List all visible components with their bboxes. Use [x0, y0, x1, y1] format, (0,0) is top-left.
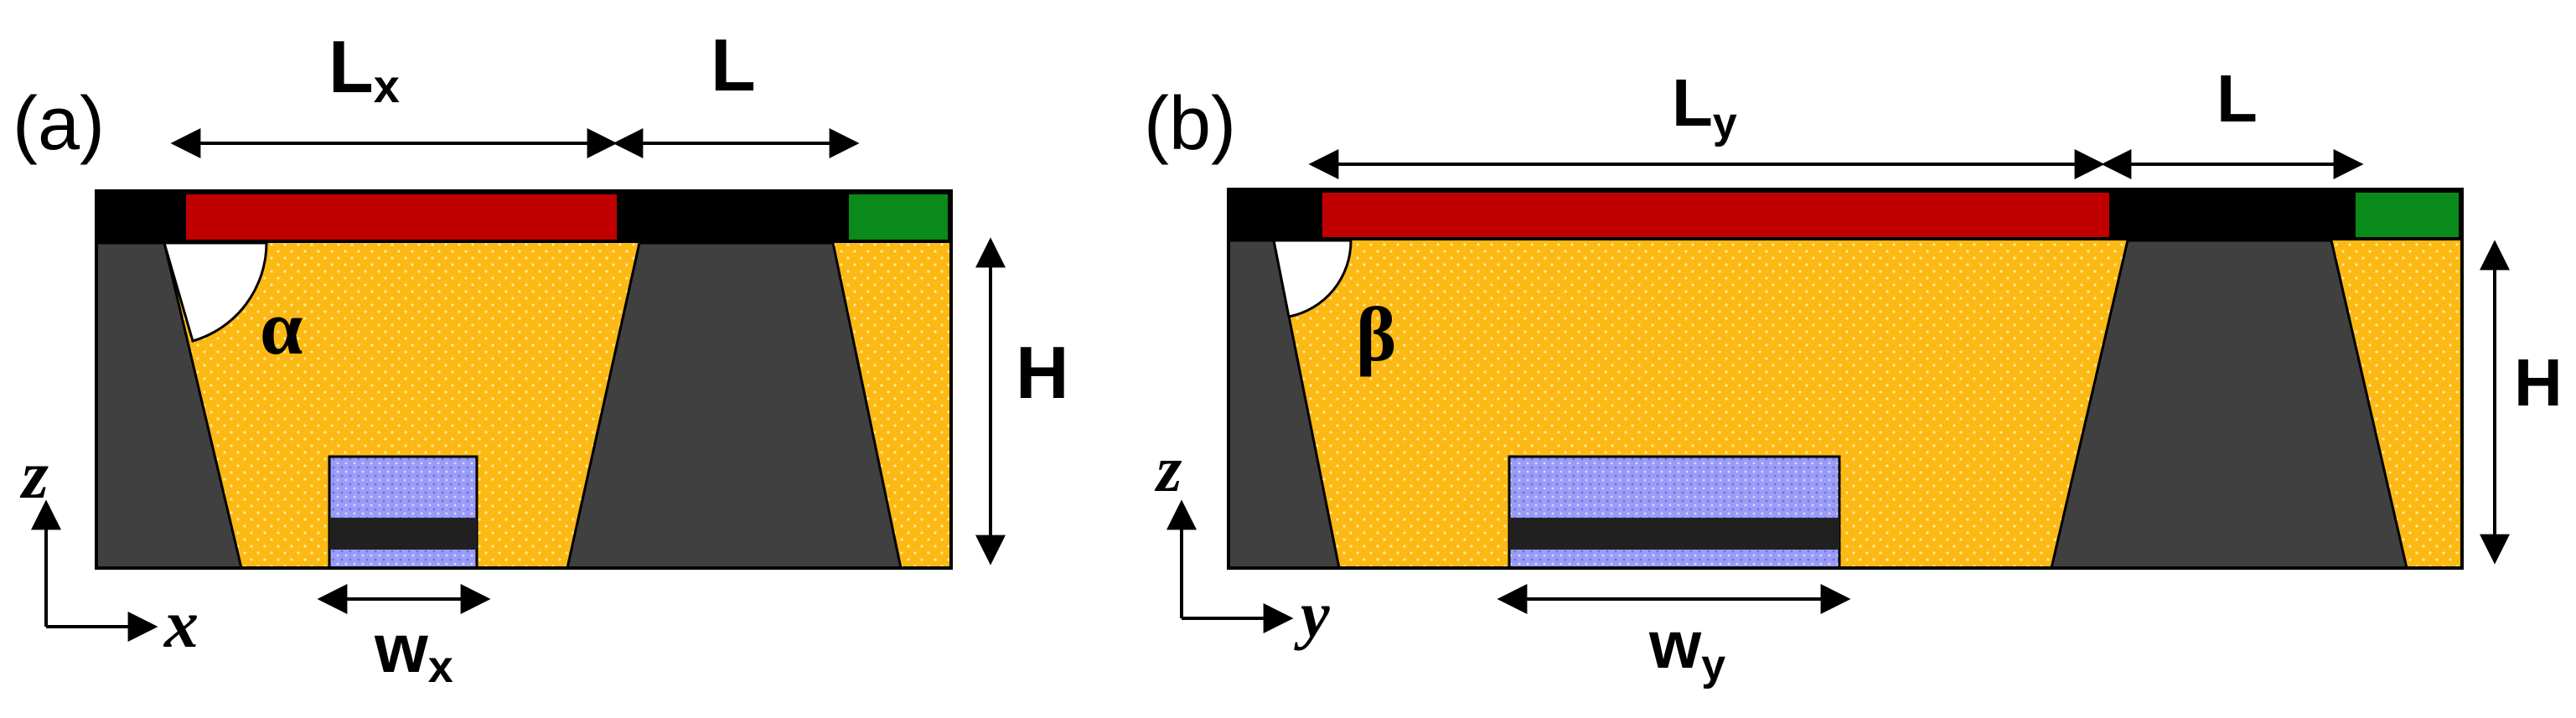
panel-a: (a) α Lx L H wx z: [13, 23, 1069, 692]
panel-a-green-pad: [849, 194, 948, 240]
panel-b-h-label: H: [2514, 345, 2563, 420]
panel-b-green-pad: [2356, 193, 2459, 237]
panel-a-label: (a): [13, 82, 105, 166]
panel-a-axes: z x: [19, 436, 199, 662]
panel-a-h-label: H: [1016, 331, 1069, 414]
panel-b-wy-label: wy: [1648, 607, 1725, 690]
panel-b-angle-label: β: [1356, 292, 1396, 377]
panel-b-axes: z y: [1154, 432, 1330, 651]
panel-a-red-bar: [186, 194, 617, 240]
panel-a-axis-z: z: [19, 436, 49, 513]
panel-b-blue-stack: [1508, 455, 1841, 570]
panel-b-outline: [1227, 188, 2464, 570]
panel-a-blue-stack: [328, 455, 478, 570]
panel-a-l-label: L: [711, 23, 756, 106]
panel-a-angle-arc: [163, 241, 268, 343]
panel-a-axis-x: x: [163, 586, 199, 662]
panel-a-lx-label: Lx: [328, 25, 400, 112]
panel-b-label: (b): [1144, 82, 1236, 166]
panel-a-wx-label: wx: [374, 611, 453, 692]
panel-a-outline: [95, 189, 953, 570]
panel-b-axis-z: z: [1154, 432, 1182, 505]
panel-b-angle-arc: [1272, 239, 1353, 318]
panel-b-axis-y: y: [1294, 578, 1330, 651]
panel-a-angle-label: α: [260, 285, 303, 370]
panel-b-red-bar: [1322, 193, 2109, 237]
panel-b-l-label: L: [2216, 61, 2258, 136]
panel-b: (b) β Ly L H wy z: [1144, 61, 2563, 690]
panel-b-ly-label: Ly: [1672, 65, 1737, 147]
